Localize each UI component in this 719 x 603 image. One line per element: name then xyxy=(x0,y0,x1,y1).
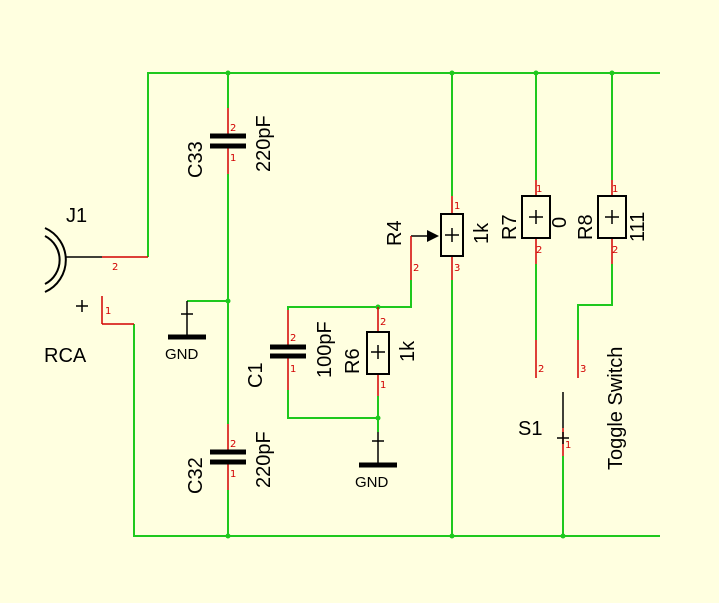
junction-dot xyxy=(225,298,231,304)
r4-body xyxy=(440,213,464,257)
s1-toggle-switch[interactable]: 2 3 1 S1 Toggle Switch xyxy=(518,340,627,470)
r4-ref-label: R4 xyxy=(384,220,406,246)
j1-pin-2-label: 2 xyxy=(112,262,118,273)
c1-pin-1-label: 1 xyxy=(290,364,296,375)
junction-dot xyxy=(225,533,231,539)
r6-ref-label: R6 xyxy=(342,348,364,374)
r6-pin-2-label: 2 xyxy=(380,317,386,328)
r8-pin-2-label: 2 xyxy=(612,245,618,256)
r7-value-label: 0 xyxy=(549,217,571,228)
c1-r6-bottom-wire xyxy=(287,390,379,419)
c33-ref-label: C33 xyxy=(185,141,207,178)
c1-value-label: 100pF xyxy=(314,321,336,378)
s1-ref-label: S1 xyxy=(518,418,542,440)
j1-ref-label: J1 xyxy=(66,205,87,227)
c33-pin-1-label: 1 xyxy=(230,153,236,164)
s1-pin-1-label: 1 xyxy=(565,440,571,451)
r8-resistor[interactable]: 1 2 R8 111 xyxy=(575,180,649,264)
gnd-center-symbol[interactable]: GND xyxy=(355,432,397,491)
c1-r4-wire xyxy=(287,280,412,310)
r7-pin-2-label: 2 xyxy=(536,245,542,256)
rca-shell-icon xyxy=(44,227,67,293)
top-rail-wire xyxy=(147,72,660,257)
r6-value-label: 1k xyxy=(397,340,419,362)
c32-capacitor[interactable]: 2 1 C32 220pF xyxy=(185,424,275,494)
r8-pin-1-label: 1 xyxy=(612,184,618,195)
c32-ref-label: C32 xyxy=(185,457,207,494)
r6-resistor[interactable]: 2 1 R6 1k xyxy=(342,307,419,396)
r6-pin-1-label: 1 xyxy=(380,380,386,391)
s1-pin-2-label: 2 xyxy=(538,364,544,375)
c33-value-label: 220pF xyxy=(253,115,275,172)
r4-pin-3-label: 3 xyxy=(454,263,460,274)
j1-pin-1-label: 1 xyxy=(105,306,111,317)
r4-value-label: 1k xyxy=(471,222,493,244)
s1-pin-3-label: 3 xyxy=(580,364,586,375)
r8-ref-label: R8 xyxy=(575,214,597,240)
r6-body xyxy=(366,331,390,375)
wires xyxy=(133,72,660,537)
junction-dot xyxy=(560,533,566,539)
junction-dot xyxy=(449,70,455,76)
c33-capacitor[interactable]: 2 1 C33 220pF xyxy=(185,108,275,178)
r4-potentiometer[interactable]: 1 2 3 R4 1k xyxy=(384,196,493,280)
c1-capacitor[interactable]: 2 1 C1 100pF xyxy=(245,310,336,390)
gnd-left-label: GND xyxy=(165,346,199,363)
s1-value-label: Toggle Switch xyxy=(605,347,627,470)
j1-rca-connector[interactable]: 2 1 J1 RCA xyxy=(44,205,148,367)
junction-dot xyxy=(225,70,231,76)
c32-value-label: 220pF xyxy=(253,431,275,488)
c32-pin-1-label: 1 xyxy=(230,469,236,480)
r4-wiper-arrow-icon xyxy=(427,230,439,242)
c33-pin-2-label: 2 xyxy=(230,123,236,134)
r8-s1-wire xyxy=(577,264,613,340)
gnd-center-label: GND xyxy=(355,474,389,491)
r4-pin-2-label: 2 xyxy=(413,263,419,274)
bottom-rail-wire xyxy=(133,324,660,537)
j1-value-label: RCA xyxy=(44,345,87,367)
r7-ref-label: R7 xyxy=(499,214,521,240)
r4-pin-1-label: 1 xyxy=(454,201,460,212)
junctions xyxy=(225,70,615,539)
r7-resistor[interactable]: 1 2 R7 0 xyxy=(499,180,571,264)
c32-pin-2-label: 2 xyxy=(230,439,236,450)
junction-dot xyxy=(533,70,539,76)
r7-body xyxy=(521,195,551,239)
junction-dot xyxy=(449,533,455,539)
rca-shell-inner-icon xyxy=(44,235,61,285)
junction-dot xyxy=(375,415,381,421)
gnd-left-symbol[interactable]: GND xyxy=(165,301,206,363)
junction-dot xyxy=(609,70,615,76)
c1-ref-label: C1 xyxy=(245,362,267,388)
r8-value-label: 111 xyxy=(627,212,649,242)
r7-pin-1-label: 1 xyxy=(536,184,542,195)
c1-pin-2-label: 2 xyxy=(290,333,296,344)
r8-body xyxy=(597,195,627,239)
